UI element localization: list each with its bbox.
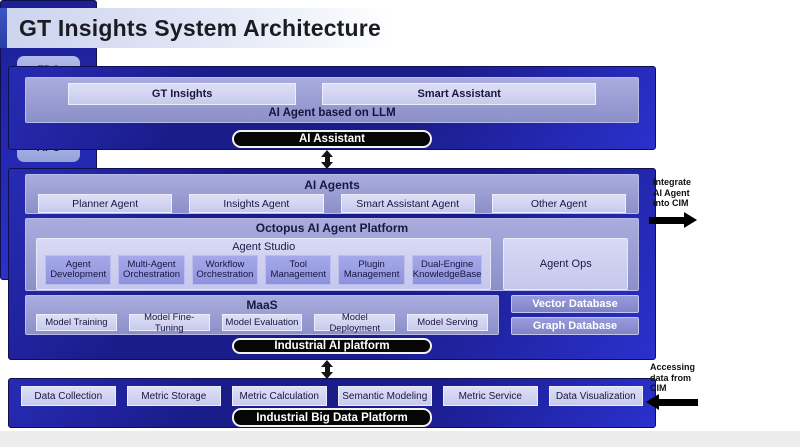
agent-item: Other Agent xyxy=(491,194,626,213)
graph-database-box: Graph Database xyxy=(511,317,639,335)
octopus-platform-band: Octopus AI Agent Platform Agent Studio A… xyxy=(25,218,639,291)
agent-studio-title: Agent Studio xyxy=(232,241,296,253)
industrial-big-data-badge: Industrial Big Data Platform xyxy=(232,408,432,427)
maas-items: Model Training Model Fine-Tuning Model E… xyxy=(36,312,488,334)
app-smart-assistant: Smart Assistant xyxy=(322,83,596,105)
app-gt-insights: GT Insights xyxy=(68,83,297,105)
agent-studio-box: Agent Studio Agent Development Multi-Age… xyxy=(36,238,492,290)
ai-assistant-badge: AI Assistant xyxy=(232,130,432,148)
studio-item: Workflow Orchestration xyxy=(191,255,259,285)
integrate-annotation: Integrate AI Agent into CIM xyxy=(653,177,692,208)
big-data-item: Data Collection xyxy=(21,386,116,406)
llm-caption: AI Agent based on LLM xyxy=(268,107,396,119)
up-down-arrow-icon xyxy=(321,360,333,379)
big-data-item: Metric Storage xyxy=(126,386,221,406)
octopus-platform-title: Octopus AI Agent Platform xyxy=(255,221,409,235)
studio-item: Tool Management xyxy=(265,255,332,285)
agent-studio-row: Agent Development Multi-Agent Orchestrat… xyxy=(45,255,483,285)
apps-row: GT Insights Smart Assistant xyxy=(26,78,638,105)
studio-item: Multi-Agent Orchestration xyxy=(118,255,185,285)
big-data-row: Data Collection Metric Storage Metric Ca… xyxy=(21,386,643,406)
maas-item: Model Serving xyxy=(407,314,488,331)
ai-agents-row: Planner Agent Insights Agent Smart Assis… xyxy=(26,192,638,213)
accessing-annotation: Accessing data from CIM xyxy=(650,362,696,393)
footer-strip xyxy=(0,431,800,447)
vector-database-box: Vector Database xyxy=(511,295,639,313)
agent-item: Smart Assistant Agent xyxy=(340,194,475,213)
arrow-head xyxy=(646,394,659,410)
studio-item: Agent Development xyxy=(45,255,112,285)
maas-item: Model Evaluation xyxy=(221,314,303,331)
ai-agents-title: AI Agents xyxy=(304,178,360,192)
maas-row: MaaS Model Training Model Fine-Tuning Mo… xyxy=(25,295,639,335)
up-down-arrow-icon xyxy=(321,150,333,169)
octopus-content: Agent Studio Agent Development Multi-Age… xyxy=(36,238,628,290)
studio-item: Dual-Engine KnowledgeBase xyxy=(411,255,483,285)
database-column: Vector Database Graph Database xyxy=(511,295,639,335)
big-data-item: Semantic Modeling xyxy=(337,386,432,406)
arrow-shaft xyxy=(649,217,684,224)
page-title: GT Insights System Architecture xyxy=(19,14,381,41)
big-data-section: Data Collection Metric Storage Metric Ca… xyxy=(8,378,656,428)
maas-item: Model Training xyxy=(36,314,117,331)
maas-item: Model Deployment xyxy=(314,312,396,334)
maas-item: Model Fine-Tuning xyxy=(128,312,210,334)
industrial-ai-platform-badge: Industrial AI platform xyxy=(232,338,432,354)
llm-agent-section: GT Insights Smart Assistant AI Agent bas… xyxy=(8,66,656,150)
llm-agent-band: GT Insights Smart Assistant AI Agent bas… xyxy=(25,77,639,123)
maas-title: MaaS xyxy=(246,298,278,312)
big-data-item: Metric Service xyxy=(443,386,538,406)
agent-item: Planner Agent xyxy=(38,194,173,213)
studio-item: Plugin Management xyxy=(338,255,405,285)
agent-item: Insights Agent xyxy=(189,194,324,213)
arrow-shaft xyxy=(659,399,698,406)
ai-agents-band: AI Agents Planner Agent Insights Agent S… xyxy=(25,174,639,214)
big-data-item: Metric Calculation xyxy=(232,386,327,406)
title-bar: GT Insights System Architecture xyxy=(0,8,392,48)
big-data-item: Data Visualization xyxy=(548,386,643,406)
maas-band: MaaS Model Training Model Fine-Tuning Mo… xyxy=(25,295,499,335)
left-arrow-icon xyxy=(646,394,698,410)
agent-ops-box: Agent Ops xyxy=(503,238,628,290)
arrow-head xyxy=(684,212,697,228)
title-accent-bar xyxy=(0,8,7,48)
ai-platform-section: AI Agents Planner Agent Insights Agent S… xyxy=(8,168,656,360)
right-arrow-icon xyxy=(649,212,697,228)
